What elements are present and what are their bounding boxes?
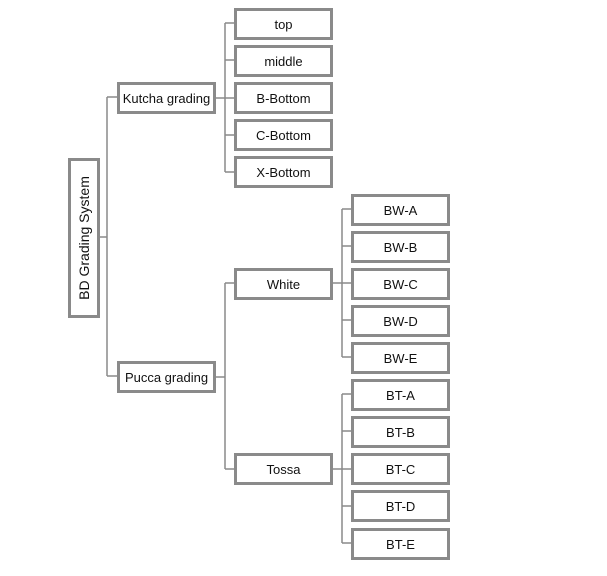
white-grade-bw-e: BW-E — [351, 342, 450, 374]
kutcha-grade-c-bottom: C-Bottom — [234, 119, 333, 151]
tossa-grade-bt-b: BT-B — [351, 416, 450, 448]
tossa-grade-bt-c: BT-C — [351, 453, 450, 485]
kutcha-grade-middle: middle — [234, 45, 333, 77]
tossa-grade-bt-d: BT-D — [351, 490, 450, 522]
tossa-grade-bt-a: BT-A — [351, 379, 450, 411]
white-grade-bw-b: BW-B — [351, 231, 450, 263]
kutcha-grade-x-bottom: X-Bottom — [234, 156, 333, 188]
white-grade-bw-a: BW-A — [351, 194, 450, 226]
white-grade-bw-c: BW-C — [351, 268, 450, 300]
root-node: BD Grading System — [68, 158, 100, 318]
white-node: White — [234, 268, 333, 300]
white-grade-bw-d: BW-D — [351, 305, 450, 337]
root-label: BD Grading System — [76, 176, 92, 300]
tossa-grade-bt-e: BT-E — [351, 528, 450, 560]
kutcha-grading-node: Kutcha grading — [117, 82, 216, 114]
pucca-grading-node: Pucca grading — [117, 361, 216, 393]
kutcha-grade-top: top — [234, 8, 333, 40]
tossa-node: Tossa — [234, 453, 333, 485]
kutcha-grade-b-bottom: B-Bottom — [234, 82, 333, 114]
